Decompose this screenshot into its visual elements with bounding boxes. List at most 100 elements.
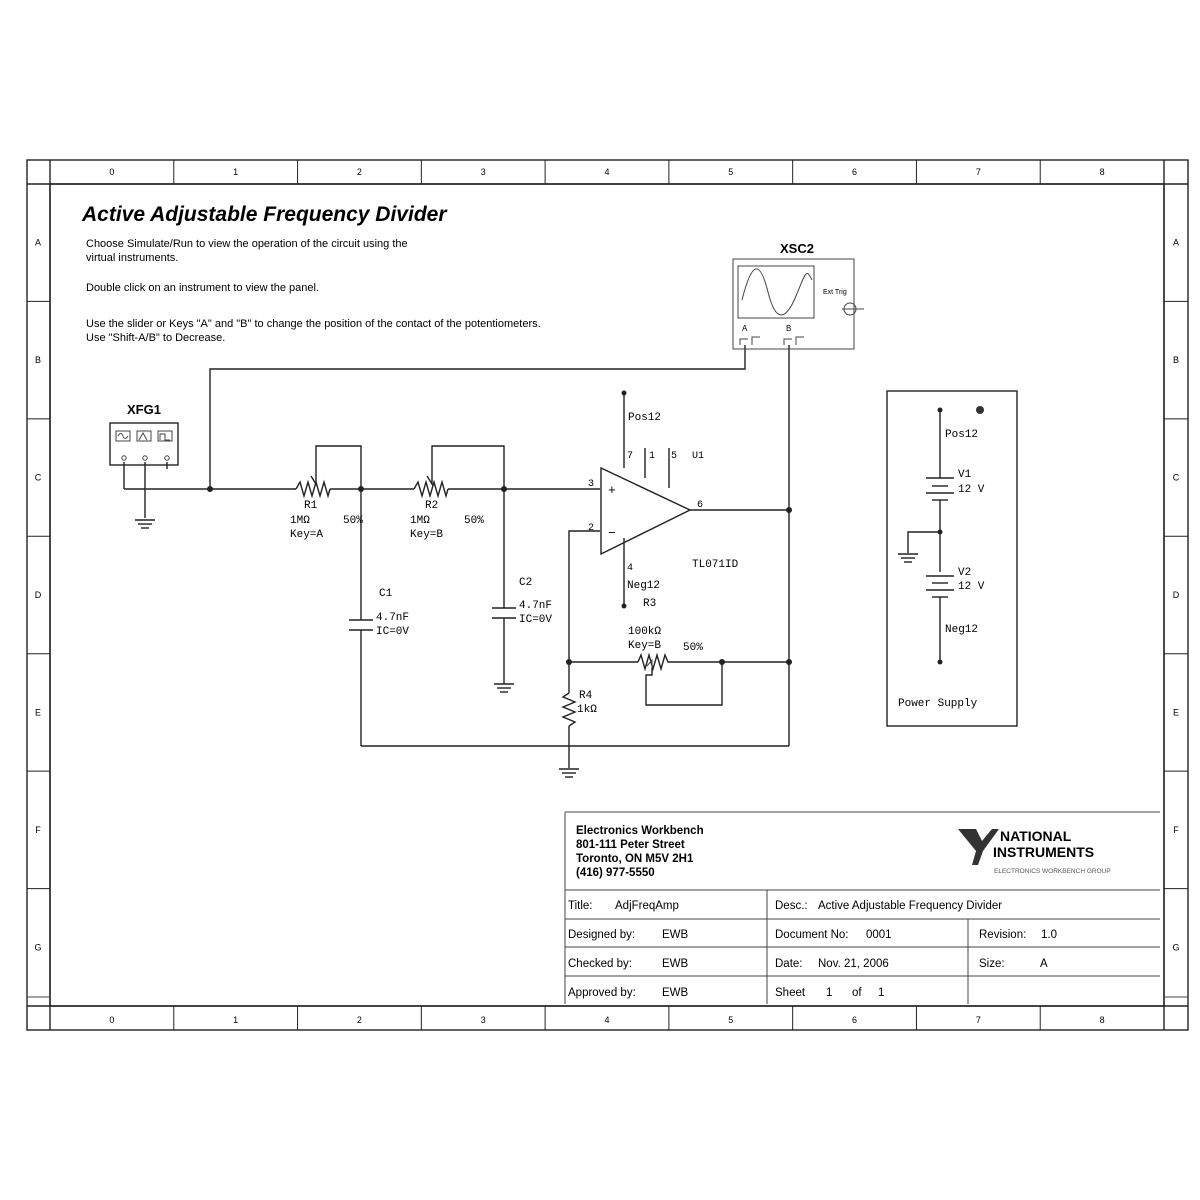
r3-value: 100kΩ [628,626,661,638]
v1-ref: V1 [958,469,972,481]
c2-ref: C2 [519,577,532,589]
column-label: 2 [357,1015,362,1025]
v2-ref: V2 [958,567,971,579]
capacitor-c1[interactable]: C1 4.7nF IC=0V [349,588,409,638]
company-address1: 801-111 Peter Street [576,839,685,851]
sheet-frame [26,159,1189,1031]
u1-pin5: 5 [671,451,677,462]
c1-ic: IC=0V [376,626,409,638]
row-label: F [1173,825,1179,835]
sheet-label: Sheet [775,987,806,999]
row-label: C [1173,473,1180,483]
resistor-r4[interactable]: R4 1kΩ [561,690,597,727]
instruction-line: virtual instruments. [86,252,178,264]
c1-value: 4.7nF [376,612,409,624]
column-label: 5 [728,167,733,177]
r3-key: Key=B [628,640,661,652]
capacitor-c2[interactable]: C2 4.7nF IC=0V [492,577,552,626]
checked-value: EWB [662,958,689,970]
u1-minus: − [608,526,616,541]
desc-value: Active Adjustable Frequency Divider [818,900,1002,912]
u1-pin4: 4 [627,563,633,574]
c1-ref: C1 [379,588,393,600]
eagle-logo-icon [958,829,999,865]
designed-value: EWB [662,929,689,941]
r3-percent: 50% [683,642,703,654]
sheet-title: Active Adjustable Frequency Divider [81,203,448,226]
r1-percent: 50% [343,515,363,527]
u1-part: TL071ID [692,559,739,571]
company-name: Electronics Workbench [576,825,704,837]
instructions: Choose Simulate/Run to view the operatio… [86,238,541,344]
row-label: A [1173,238,1179,248]
column-label: 5 [728,1015,733,1025]
ground-symbol [135,519,155,529]
channel-a-label: A [742,324,748,333]
wires [123,345,790,768]
column-label: 0 [109,167,114,177]
u1-pin7: 7 [627,451,633,462]
row-label: E [35,707,41,717]
instruction-line: Use "Shift-A/B" to Decrease. [86,332,225,344]
oscilloscope[interactable]: XSC2 Ext Trig A B [732,241,864,350]
ni-logo: NATIONAL INSTRUMENTS ELECTRONICS WORKBEN… [958,828,1111,875]
column-label: 3 [481,1015,486,1025]
instruction-line: Choose Simulate/Run to view the operatio… [86,238,408,250]
column-label: 3 [481,167,486,177]
title-block: Electronics Workbench 801-111 Peter Stre… [564,811,1160,1004]
potentiometer-r3[interactable]: R3 100kΩ Key=B 50% [628,598,703,672]
v2-value: 12 V [958,581,985,593]
r3-ref: R3 [643,598,656,610]
size-value: A [1040,958,1048,970]
row-label: F [35,825,41,835]
size-label: Size: [979,958,1005,970]
u1-pin6: 6 [697,500,703,511]
opamp-u1[interactable]: + − Pos12 7 1 5 U1 3 2 6 4 TL071ID Neg12 [588,412,739,592]
xfg-ref: XFG1 [127,402,161,417]
r1-key: Key=A [290,529,323,541]
potentiometer-r1[interactable]: R1 1MΩ 50% Key=A [290,475,363,541]
row-label: B [35,355,41,365]
instruction-line: Double click on an instrument to view th… [86,282,319,294]
potentiometer-r2[interactable]: R2 1MΩ 50% Key=B [410,475,484,541]
r2-value: 1MΩ [410,515,430,527]
row-label: B [1173,355,1179,365]
u1-neg-label: Neg12 [627,580,660,592]
approved-label: Approved by: [568,987,636,999]
column-label: 2 [357,167,362,177]
row-label: D [35,590,42,600]
column-label: 0 [109,1015,114,1025]
company-phone: (416) 977-5550 [576,867,655,879]
r2-key: Key=B [410,529,443,541]
xsc-ref: XSC2 [780,241,814,256]
title-value: AdjFreqAmp [615,900,679,912]
date-value: Nov. 21, 2006 [818,958,889,970]
status-indicator-icon [976,406,984,414]
power-supply-box[interactable]: Pos12 V1 12 V V2 12 V Neg12 Power Supply [886,390,1018,727]
supply-label: Power Supply [898,698,978,710]
row-label: E [1173,707,1179,717]
of-value: 1 [878,987,884,999]
logo-subtitle: ELECTRONICS WORKBENCH GROUP [994,868,1111,875]
sheet-value: 1 [826,987,832,999]
c2-ic: IC=0V [519,614,552,626]
company-address2: Toronto, ON M5V 2H1 [576,853,694,865]
logo-national: NATIONAL [1000,828,1072,844]
function-generator[interactable]: XFG1 [109,402,179,466]
u1-pos-label: Pos12 [628,412,661,424]
row-label: C [35,473,42,483]
row-label: G [1172,942,1179,952]
u1-ref: U1 [692,451,704,462]
u1-plus: + [608,483,616,498]
column-label: 1 [233,1015,238,1025]
r1-ref: R1 [304,500,318,512]
row-label: G [34,942,41,952]
r4-value: 1kΩ [577,704,597,716]
row-label: A [35,238,41,248]
scope-screen [737,265,815,319]
checked-label: Checked by: [568,958,632,970]
designed-label: Designed by: [568,929,635,941]
ext-trig-label: Ext Trig [823,289,847,296]
